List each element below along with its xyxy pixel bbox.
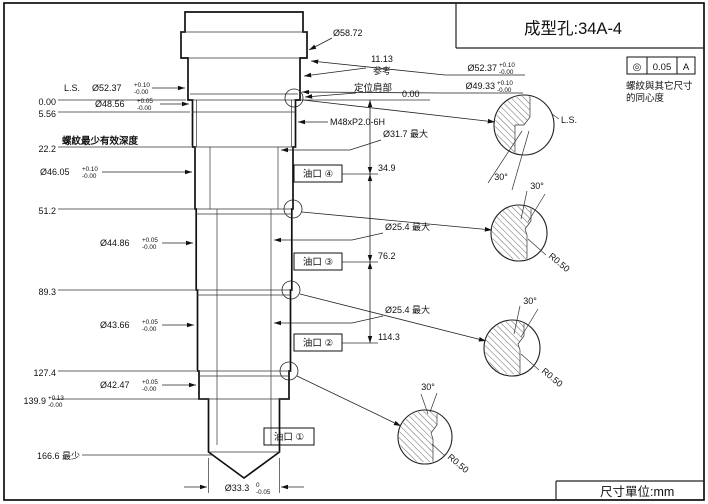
detail-marker-3 xyxy=(281,280,301,300)
units-label: 尺寸單位:mm xyxy=(600,484,674,499)
dim-44-86-tol-lower: -0.00 xyxy=(142,244,157,251)
part-outline xyxy=(180,11,308,480)
dim-52-37-right: Ø52.37 xyxy=(467,63,497,73)
dim-42-47-tol-lower: -0.00 xyxy=(142,386,157,393)
concentricity-icon: ◎ xyxy=(633,62,642,73)
dim-48-56-tol-lower: -0.00 xyxy=(137,105,152,112)
detail-3-angle: 30° xyxy=(523,296,537,306)
dim-58-72: Ø58.72 xyxy=(333,28,363,38)
fcf-datum: A xyxy=(683,62,690,73)
dim-49-33-tol-lower: -0.00 xyxy=(497,87,512,94)
dim-139-9-tol-lower: -0.00 xyxy=(48,402,63,409)
dim-43-66-tol-upper: +0.05 xyxy=(142,319,158,326)
dim-127-4: 127.4 xyxy=(33,368,56,378)
dim-34-9: 34.9 xyxy=(378,163,396,173)
center-annotations: M48xP2.0-6H 定位肩部 0.00 Ø31.7 最大 Ø25.4 最大 … xyxy=(263,82,430,446)
oil-port-1-label: 油口 ① xyxy=(274,431,304,443)
locating-shoulder-label: 定位肩部 xyxy=(354,82,392,94)
left-ordinate-dimensions: 0.00 5.56 螺紋最少有效深度 22.2 51.2 89.3 127.4 … xyxy=(23,97,212,461)
part-internal-lines xyxy=(181,31,307,453)
oil-port-4-label: 油口 ④ xyxy=(303,168,333,180)
dim-44-86-tol-upper: +0.05 xyxy=(142,237,158,244)
thread-depth-note: 螺紋最少有效深度 xyxy=(62,135,139,147)
dim-33-3-tol-upper: 0 xyxy=(256,482,260,489)
sheet-border xyxy=(3,2,705,501)
oil-port-2-label: 油口 ② xyxy=(303,337,333,349)
oil-port-3-box xyxy=(293,252,343,271)
dim-44-86: Ø44.86 xyxy=(100,238,130,248)
oil-port-3-label: 油口 ③ xyxy=(303,256,333,268)
fcf-note-line1: 螺紋與其它尺寸 xyxy=(626,80,693,92)
bottom-diameter-dimension: Ø33.3 0 -0.05 xyxy=(184,458,304,496)
oil-port-2-box xyxy=(293,333,343,352)
detail-2-angle: 30° xyxy=(530,181,544,191)
dim-139-9-tol-upper: +0.13 xyxy=(48,395,64,402)
dim-33-3: Ø33.3 xyxy=(225,483,250,493)
dim-31-7-max: Ø31.7 最大 xyxy=(383,128,428,139)
dim-46-05-tol-upper: +0.10 xyxy=(82,166,98,173)
dim-46-05: Ø46.05 xyxy=(40,167,70,177)
dim-ref-value: 11.13 xyxy=(371,54,393,64)
dim-22-2: 22.2 xyxy=(38,144,56,154)
dim-49-33-tol-upper: +0.10 xyxy=(497,80,513,87)
drawing-title: 成型孔:34A-4 xyxy=(524,19,622,38)
units-block: 尺寸單位:mm xyxy=(555,480,704,500)
detail-4-angle: 30° xyxy=(421,382,435,392)
oil-port-4-box xyxy=(293,164,343,183)
right-top-dimensions: Ø52.37 +0.10 -0.00 Ø49.33 +0.10 -0.00 xyxy=(301,59,525,95)
detail-marker-ls xyxy=(284,88,304,108)
left-diameter-dimensions: L.S. Ø52.37 +0.10 -0.00 Ø48.56 +0.05 -0.… xyxy=(40,82,196,393)
dim-139-9: 139.9 xyxy=(23,396,46,406)
dim-48-56-tol-upper: +0.05 xyxy=(137,98,153,105)
detail-markers xyxy=(279,88,496,427)
dim-33-3-tol-lower: -0.05 xyxy=(256,489,271,496)
dim-114-3: 114.3 xyxy=(378,332,400,342)
dim-49-33: Ø49.33 xyxy=(465,81,495,91)
thread-spec: M48xP2.0-6H xyxy=(330,117,385,127)
dim-76-2: 76.2 xyxy=(378,251,396,261)
dim-ref-word: 参考 xyxy=(373,65,391,76)
dim-52-37-right-tol-lower: -0.00 xyxy=(499,69,514,76)
dim-43-66: Ø43.66 xyxy=(100,320,130,330)
top-dimensions: Ø58.72 11.13 参考 xyxy=(303,28,393,78)
shoulder-zero: 0.00 xyxy=(402,89,420,99)
dim-25-4-max-lower: Ø25.4 最大 xyxy=(385,304,430,315)
dim-25-4-max-upper: Ø25.4 最大 xyxy=(385,221,430,232)
dim-51-2: 51.2 xyxy=(38,206,56,216)
title-block: 成型孔:34A-4 xyxy=(455,3,704,49)
dim-52-37-tol-lower: -0.00 xyxy=(134,89,149,96)
dim-42-47: Ø42.47 xyxy=(100,380,130,390)
detail-view-3: 30° R0.50 xyxy=(483,296,565,389)
fcf-datum-cell xyxy=(676,56,696,75)
fcf-tolerance: 0.05 xyxy=(653,62,672,73)
detail-ls-label: L.S. xyxy=(561,115,577,125)
dim-166-6-min: 166.6 最少 xyxy=(37,451,80,461)
dim-52-37-right-tol-upper: +0.10 xyxy=(499,62,515,69)
dim-5-56: 5.56 xyxy=(38,109,56,119)
dim-42-47-tol-upper: +0.05 xyxy=(142,379,158,386)
fcf-note-line2: 的同心度 xyxy=(626,92,665,104)
dim-43-66-tol-lower: -0.00 xyxy=(142,326,157,333)
feature-control-frame: ◎ 0.05 A 螺紋與其它尺寸 的同心度 xyxy=(626,56,696,104)
dim-48-56: Ø48.56 xyxy=(95,99,125,109)
dim-52-37-left: Ø52.37 xyxy=(92,83,122,93)
dim-46-05-tol-lower: -0.00 xyxy=(82,173,97,180)
ls-label-left: L.S. xyxy=(64,83,80,93)
detail-view-ls: 30° L.S. xyxy=(487,94,577,191)
oil-port-1-box xyxy=(263,427,315,446)
dim-89-3: 89.3 xyxy=(38,287,56,297)
dim-datum-zero: 0.00 xyxy=(38,97,56,107)
dim-52-37-tol-upper: +0.10 xyxy=(134,82,150,89)
detail-marker-2 xyxy=(283,199,303,219)
detail-ls-angle: 30° xyxy=(494,172,508,182)
detail-marker-4 xyxy=(279,361,299,381)
